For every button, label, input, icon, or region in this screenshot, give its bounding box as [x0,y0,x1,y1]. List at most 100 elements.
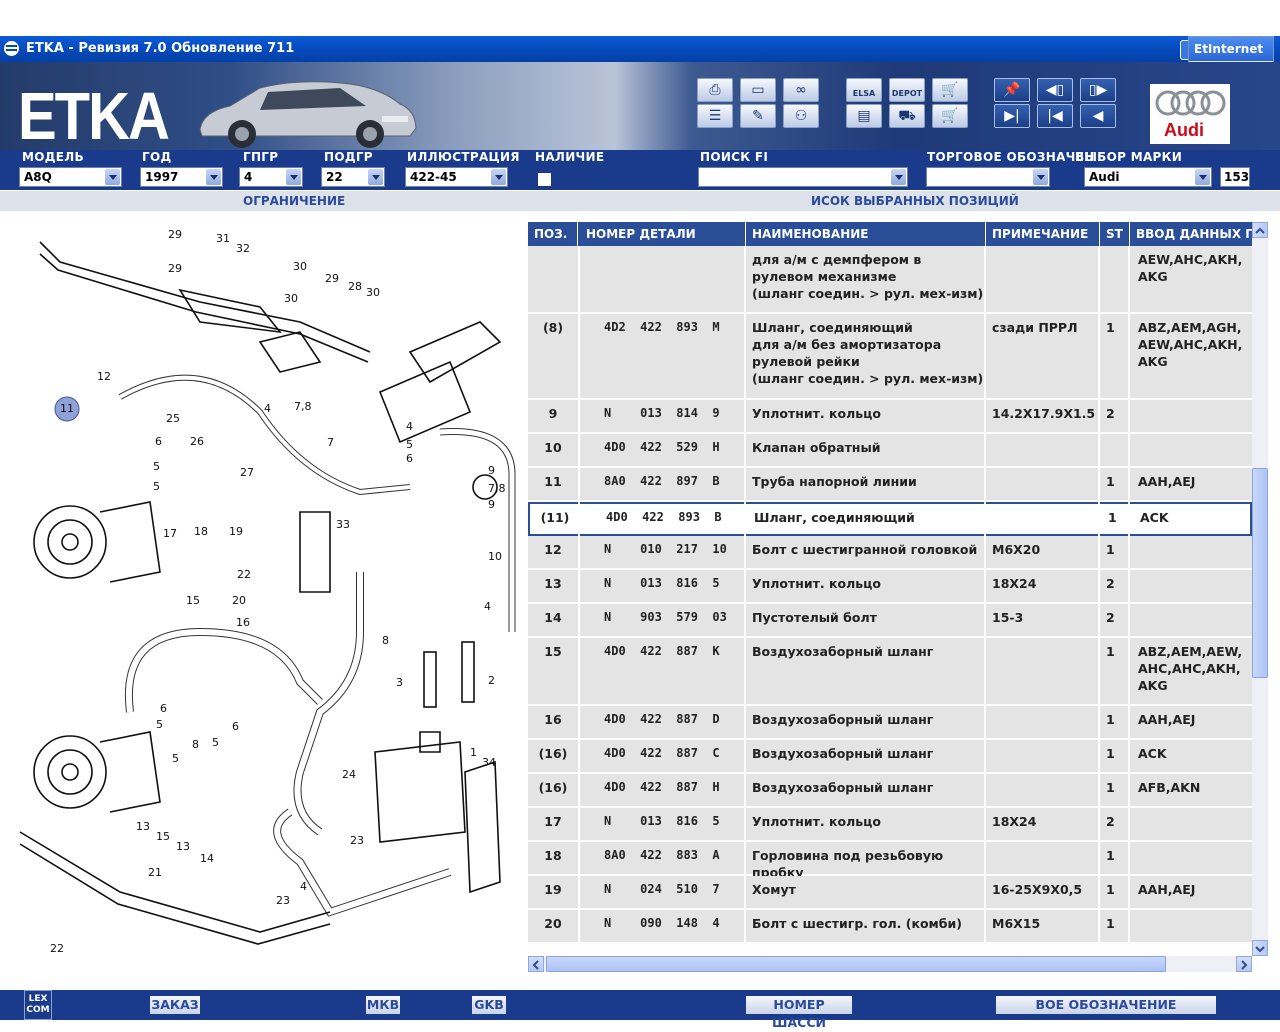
list-button[interactable]: ☰ [697,104,733,128]
diagram-callout[interactable]: 7 [327,436,334,449]
scroll-up-button[interactable] [1252,222,1268,238]
diagram-callout[interactable]: 12 [97,370,111,383]
diagram-callout[interactable]: 28 [348,280,362,293]
diagram-callout[interactable]: 32 [236,242,250,255]
selected-list-tab[interactable]: ИСОК ВЫБРАННЫХ ПОЗИЦИЙ [811,194,1019,208]
diagram-callout[interactable]: 2 [488,674,495,687]
chevron-down-icon[interactable] [1195,169,1210,185]
horizontal-scroll-thumb[interactable] [546,956,1166,972]
diagram-callout[interactable]: 13 [176,840,190,853]
gkb-button[interactable]: GKB [472,996,506,1014]
network-button[interactable]: ⚇ [783,104,819,128]
all-designations-button[interactable]: ВОЕ ОБОЗНАЧЕНИЕ [996,996,1216,1014]
diagram-callout[interactable]: 17 [163,527,177,540]
chevron-down-icon[interactable] [891,169,906,185]
diagram-callout[interactable]: 20 [232,594,246,607]
diagram-callout[interactable]: 7,8 [294,400,312,413]
diagram-callout[interactable]: 34 [482,756,496,769]
chevron-down-icon[interactable] [491,169,506,185]
diagram-callout[interactable]: 6 [406,452,413,465]
diagram-callout[interactable]: 8 [192,738,199,751]
diagram-callout[interactable]: 30 [293,260,307,273]
diagram-callout[interactable]: 9 [488,464,495,477]
trade-select[interactable] [926,167,1050,187]
column-header-part-number[interactable]: НОМЕР ДЕТАЛИ [580,222,746,246]
diagram-callout[interactable]: 4 [300,880,307,893]
prev-page-button[interactable]: ◀▯ [1037,78,1073,102]
edit-button[interactable]: ✎ [740,104,776,128]
main-group-select[interactable]: 4 [239,167,303,187]
chevron-down-icon[interactable] [206,169,221,185]
vehicle-button[interactable]: ⛟ [889,104,925,128]
chevron-down-icon[interactable] [1033,169,1048,185]
diagram-callout[interactable]: 10 [488,550,502,563]
diagram-callout[interactable]: 29 [168,228,182,241]
print-button[interactable]: ⎙ [697,78,733,102]
diagram-callout[interactable]: 5 [172,752,179,765]
column-header-name[interactable]: НАИМЕНОВАНИЕ [746,222,986,246]
diagram-callout[interactable]: 6 [232,720,239,733]
restriction-tab[interactable]: ОГРАНИЧЕНИЕ [243,194,346,208]
diagram-callout[interactable]: 4 [406,420,413,433]
cart-list-button[interactable]: 🛒 [932,78,968,102]
diagram-callout[interactable]: 25 [166,412,180,425]
diagram-callout[interactable]: 30 [284,292,298,305]
diagram-callout[interactable]: 18 [194,525,208,538]
search-button[interactable]: ∞ [783,78,819,102]
cart-button[interactable]: 🛒 [932,104,968,128]
scroll-left-button[interactable] [528,956,544,972]
mkb-button[interactable]: МКВ [366,996,400,1014]
screen-button[interactable]: ▭ [740,78,776,102]
column-header-st[interactable]: ST [1100,222,1130,246]
order-button[interactable]: ЗАКАЗ [150,996,200,1014]
diagram-callout[interactable]: 29 [168,262,182,275]
diagram-callout[interactable]: 22 [50,942,64,955]
diagram-callout[interactable]: 19 [229,525,243,538]
diagram-callout[interactable]: 5 [212,736,219,749]
vertical-scroll-thumb[interactable] [1252,468,1268,678]
diagram-callout[interactable]: 4 [264,402,271,415]
diagram-callout[interactable]: 5 [406,438,413,451]
diagram-callout[interactable]: 23 [350,834,364,847]
diagram-callout[interactable]: 33 [336,518,350,531]
diagram-callout[interactable]: 5 [153,480,160,493]
diagram-callout[interactable]: 15 [186,594,200,607]
diagram-callout[interactable]: 7,8 [488,482,506,495]
diagram-callout[interactable]: 31 [216,232,230,245]
diagram-callout[interactable]: 14 [200,852,214,865]
diagram-callout[interactable]: 13 [136,820,150,833]
chassis-number-button[interactable]: НОМЕР ШАССИ [746,996,852,1030]
chevron-down-icon[interactable] [368,169,383,185]
diagram-callout[interactable]: 1 [470,746,477,759]
sub-group-select[interactable]: 22 [321,167,385,187]
diagram-callout[interactable]: 4 [484,600,491,613]
diagram-callout[interactable]: 3 [396,676,403,689]
search-fi-select[interactable] [698,167,908,187]
column-header-note[interactable]: ПРИМЕЧАНИЕ [986,222,1100,246]
diagram-callout[interactable]: 5 [156,718,163,731]
pin-button[interactable]: 📌 [994,78,1030,102]
horizontal-scrollbar[interactable] [528,956,1252,972]
diagram-callout[interactable]: 8 [382,634,389,647]
window-title-bar[interactable]: ETKA - Ревизия 7.0 Обновление 711 [0,36,1280,62]
chevron-down-icon[interactable] [286,169,301,185]
table-row[interactable]: для а/м с демпфером в рулевом механизме … [528,246,1252,314]
depot-button[interactable]: DEPOT [889,78,925,102]
diagram-callout[interactable]: 23 [276,894,290,907]
scroll-right-button[interactable] [1236,956,1252,972]
elsa-button[interactable]: ELSA [846,78,882,102]
column-header-data-entry[interactable]: ВВОД ДАННЫХ П [1136,227,1252,241]
